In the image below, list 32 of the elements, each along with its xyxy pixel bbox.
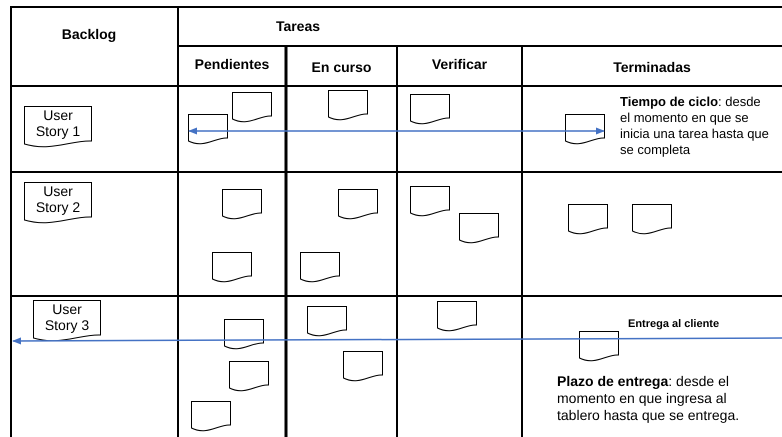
task-card [579, 331, 619, 364]
task-card [437, 301, 477, 334]
column-header: Backlog [60, 26, 118, 43]
column-header: Tareas [274, 18, 322, 35]
task-card [338, 189, 378, 222]
task-card [229, 361, 269, 394]
task-card [568, 204, 608, 237]
story-card: User Story 2 [24, 182, 92, 226]
task-card [212, 252, 252, 285]
task-card [328, 90, 368, 123]
column-header: En curso [310, 59, 372, 76]
column-header: Verificar [430, 56, 488, 73]
task-card [191, 401, 231, 434]
task-card [343, 351, 383, 384]
task-card [410, 94, 450, 127]
annotation-text: Entrega al cliente [628, 317, 720, 331]
story-card: User Story 1 [24, 106, 92, 150]
task-card [232, 92, 272, 125]
double-arrow [188, 127, 605, 135]
task-card [222, 189, 262, 222]
task-card [459, 213, 499, 246]
task-card [224, 319, 264, 352]
task-card [565, 114, 605, 147]
task-card [307, 306, 347, 339]
column-header: Pendientes [194, 56, 270, 73]
annotation-text: Tiempo de ciclo: desde el momento en que se inicia una tarea hasta que se completa [620, 94, 770, 158]
task-card [188, 114, 228, 147]
annotation-text: Plazo de entrega: desde el momento en que ingresa al tablero hasta que se entrega. [557, 373, 740, 424]
task-card [632, 204, 672, 237]
task-card [410, 186, 450, 219]
column-header: Terminadas [612, 59, 692, 76]
task-card [300, 252, 340, 285]
